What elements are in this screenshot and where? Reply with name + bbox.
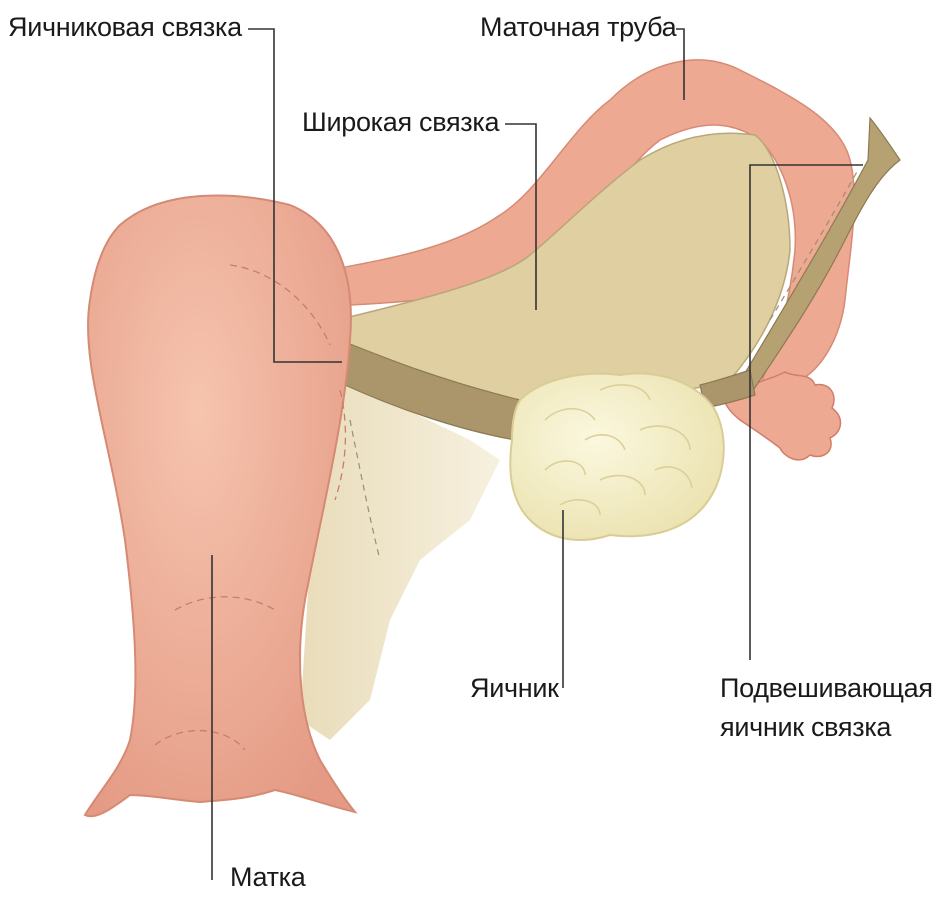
- label-suspensory-ligament-line1: Подвешивающая: [720, 673, 933, 704]
- label-ovary: Яичник: [470, 673, 559, 704]
- label-broad-ligament: Широкая связка: [302, 107, 499, 138]
- label-suspensory-ligament-line2: яичник связка: [720, 712, 891, 743]
- label-fallopian-tube: Маточная труба: [480, 12, 676, 43]
- label-uterus: Матка: [230, 862, 306, 893]
- label-ovarian-ligament: Яичниковая связка: [8, 12, 242, 43]
- ovary: [510, 373, 723, 540]
